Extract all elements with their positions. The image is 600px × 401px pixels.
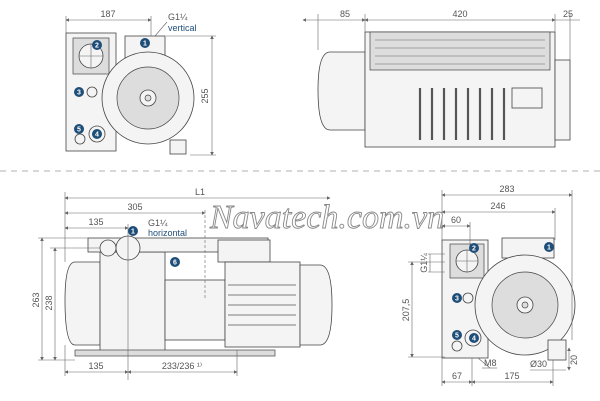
badge-1: 1 <box>140 38 150 48</box>
svg-text:1: 1 <box>547 245 551 252</box>
side-view-bottom: L1 305 135 G1¼ horizontal 263 238 135 23… <box>31 187 333 380</box>
dim-67: 67 <box>452 371 462 381</box>
dim-283: 283 <box>499 184 514 194</box>
connection-orientation: vertical <box>168 23 197 33</box>
dim-305: 305 <box>127 202 142 212</box>
badge-4: 4 <box>469 333 479 343</box>
badge-2: 2 <box>92 40 102 50</box>
svg-text:2: 2 <box>95 43 99 50</box>
dim-135-bottom: 135 <box>88 361 103 371</box>
terminal-box <box>217 239 271 263</box>
connection-size: G1¼ <box>168 12 188 22</box>
connection-orientation: horizontal <box>148 228 187 238</box>
front-view-top: 187 G1¼ vertical 255 1 2 3 4 5 <box>65 9 216 156</box>
dim-175: 175 <box>504 371 519 381</box>
badge-1: 1 <box>544 242 554 252</box>
dim-width-187: 187 <box>100 9 115 19</box>
side-view-top: 85 420 25 <box>302 9 580 148</box>
dim-60: 60 <box>451 215 461 225</box>
dim-25: 25 <box>563 9 573 19</box>
svg-text:4: 4 <box>472 336 476 343</box>
svg-text:1: 1 <box>143 41 147 48</box>
badge-3: 3 <box>74 87 84 97</box>
dim-d30: Ø30 <box>530 359 547 369</box>
fan-cover <box>64 261 101 346</box>
svg-text:6: 6 <box>173 260 177 267</box>
watermark: Navatech.com.vn <box>209 199 444 236</box>
fan-cover <box>317 51 366 131</box>
dim-L1: L1 <box>195 187 205 197</box>
svg-text:1: 1 <box>131 229 135 236</box>
badge-3: 3 <box>452 293 462 303</box>
front-view-bottom: 283 246 60 G1¼ 207,5 M8 Ø30 20 67 175 1 … <box>401 184 579 386</box>
badge-4: 4 <box>92 129 102 139</box>
dim-246: 246 <box>490 201 505 211</box>
svg-text:2: 2 <box>472 246 476 253</box>
motor-fan-cover <box>299 264 333 346</box>
cooling-fins-top <box>369 31 551 71</box>
pump-stage <box>99 251 166 353</box>
svg-text:4: 4 <box>95 132 99 139</box>
dim-420: 420 <box>452 9 467 19</box>
dim-20: 20 <box>569 355 579 365</box>
badge-6: 6 <box>170 257 180 267</box>
dim-height-255: 255 <box>200 88 210 103</box>
badge-1: 1 <box>128 226 138 236</box>
dim-m8: M8 <box>484 358 497 368</box>
connection-size: G1¼ <box>419 253 429 273</box>
badge-5: 5 <box>452 330 462 340</box>
svg-text:5: 5 <box>77 127 81 134</box>
oil-sight <box>86 86 98 98</box>
dim-207-5: 207,5 <box>401 299 411 322</box>
dim-85: 85 <box>340 9 350 19</box>
coupling-housing <box>164 279 226 341</box>
svg-text:3: 3 <box>455 296 459 303</box>
svg-text:5: 5 <box>455 333 459 340</box>
nameplate <box>511 87 543 109</box>
dim-238: 238 <box>44 295 54 310</box>
motor-body <box>224 261 301 348</box>
badge-5: 5 <box>74 124 84 134</box>
badge-2: 2 <box>469 243 479 253</box>
dim-233-236: 233/236 ¹⁾ <box>162 361 202 371</box>
dim-263: 263 <box>31 292 41 307</box>
dim-135-top: 135 <box>88 217 103 227</box>
connection-size: G1¼ <box>148 218 168 228</box>
svg-text:3: 3 <box>77 90 81 97</box>
